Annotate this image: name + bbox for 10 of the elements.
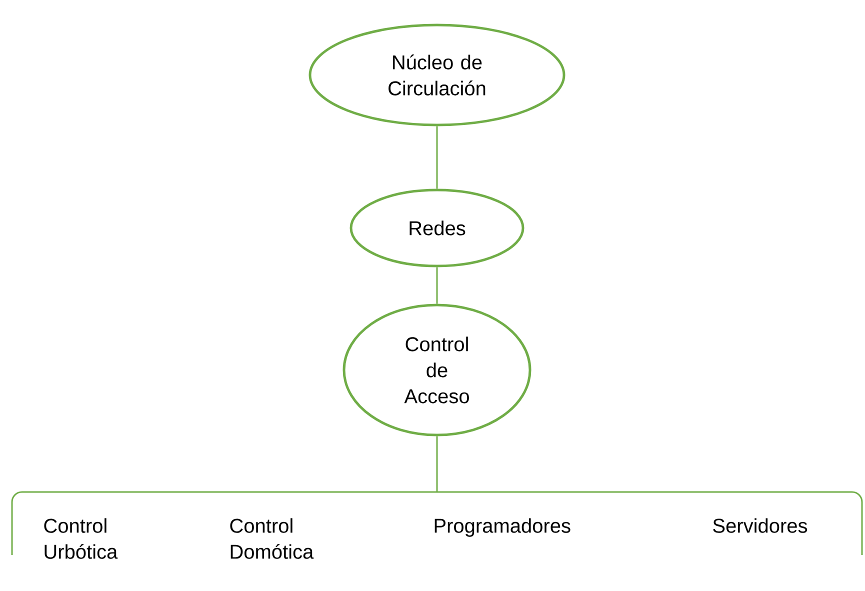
category-label: Control Domótica	[230, 518, 314, 559]
category-label: Control Urbótica	[44, 518, 118, 559]
connector-line	[436, 267, 438, 304]
ellipse-node: Redes	[350, 188, 524, 268]
ellipse-node: Control de Acceso	[342, 304, 532, 436]
ellipse-node: Núcleo de Circulación	[308, 24, 566, 126]
category-label: Programadores	[434, 518, 570, 537]
category-label: Servidores	[713, 518, 808, 533]
connector-line	[436, 126, 438, 189]
connector-line	[436, 436, 438, 492]
